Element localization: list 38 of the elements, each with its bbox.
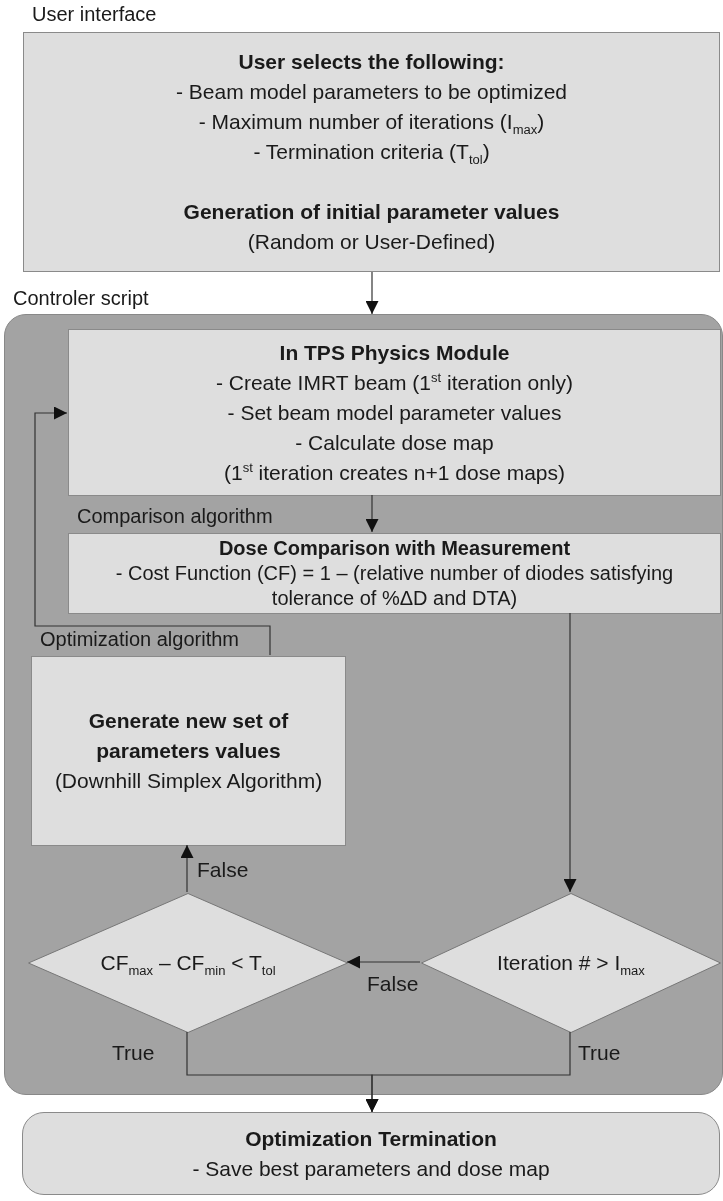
- box-text: - Save best parameters and dose map: [192, 1155, 550, 1182]
- terminal-box: [22, 1112, 720, 1195]
- box-title: In TPS Physics Module: [279, 339, 510, 366]
- process-box: [68, 329, 721, 496]
- edge-label: True: [112, 1041, 155, 1065]
- arrow: [365, 494, 379, 533]
- section-heading: Comparison algorithm: [77, 505, 273, 527]
- section-heading: Optimization algorithm: [40, 628, 239, 650]
- condition-text: Iteration # > I$_{max}$: [497, 951, 645, 975]
- box-title: Optimization Termination: [245, 1125, 497, 1152]
- box-title: User selects the following:: [238, 49, 505, 75]
- box-text: (Downhill Simplex Algorithm): [54, 768, 323, 794]
- arrow: [180, 844, 194, 893]
- box-text: - Set beam model parameter values: [227, 399, 562, 426]
- arrow: [563, 612, 577, 893]
- arrow: [365, 271, 379, 315]
- arrow: [34, 406, 271, 656]
- box-text: - Calculate dose map: [295, 429, 494, 456]
- decision-diamond: [28, 893, 348, 1033]
- arrow: [346, 955, 421, 969]
- edge-label: False: [367, 972, 419, 996]
- edge-label: False: [197, 858, 249, 882]
- condition-text: CF$_{max}$ – CF$_{min}$ < T$_{tol}$: [100, 951, 276, 975]
- box-text: (1$^{st}$ iteration creates n+1 dose maps): [223, 458, 566, 486]
- box-text: - Create IMRT beam (1$^{st}$ iteration only): [215, 368, 574, 396]
- box-text: - Maximum number of iterations (I$_{max}$): [198, 109, 545, 137]
- box-text: (Random or User-Defined): [247, 229, 496, 255]
- section-heading: Controler script: [13, 287, 149, 309]
- box-text: - Beam model parameters to be optimized: [176, 79, 567, 105]
- box-text: - Termination criteria (T$_{tol}$): [253, 139, 490, 167]
- box-text: - Cost Function (CF) = 1 – (relative number of diodes satisfying tolerance of %ΔD and DTA): [114, 561, 675, 611]
- decision-diamond: [421, 893, 721, 1033]
- edge-label: True: [578, 1041, 621, 1065]
- box-title: Generate new set of parameters values: [87, 708, 290, 764]
- box-title: Generation of initial parameter values: [183, 199, 560, 225]
- box-title: Dose Comparison with Measurement: [218, 536, 571, 561]
- section-heading: User interface: [32, 3, 157, 25]
- arrow: [365, 1031, 571, 1113]
